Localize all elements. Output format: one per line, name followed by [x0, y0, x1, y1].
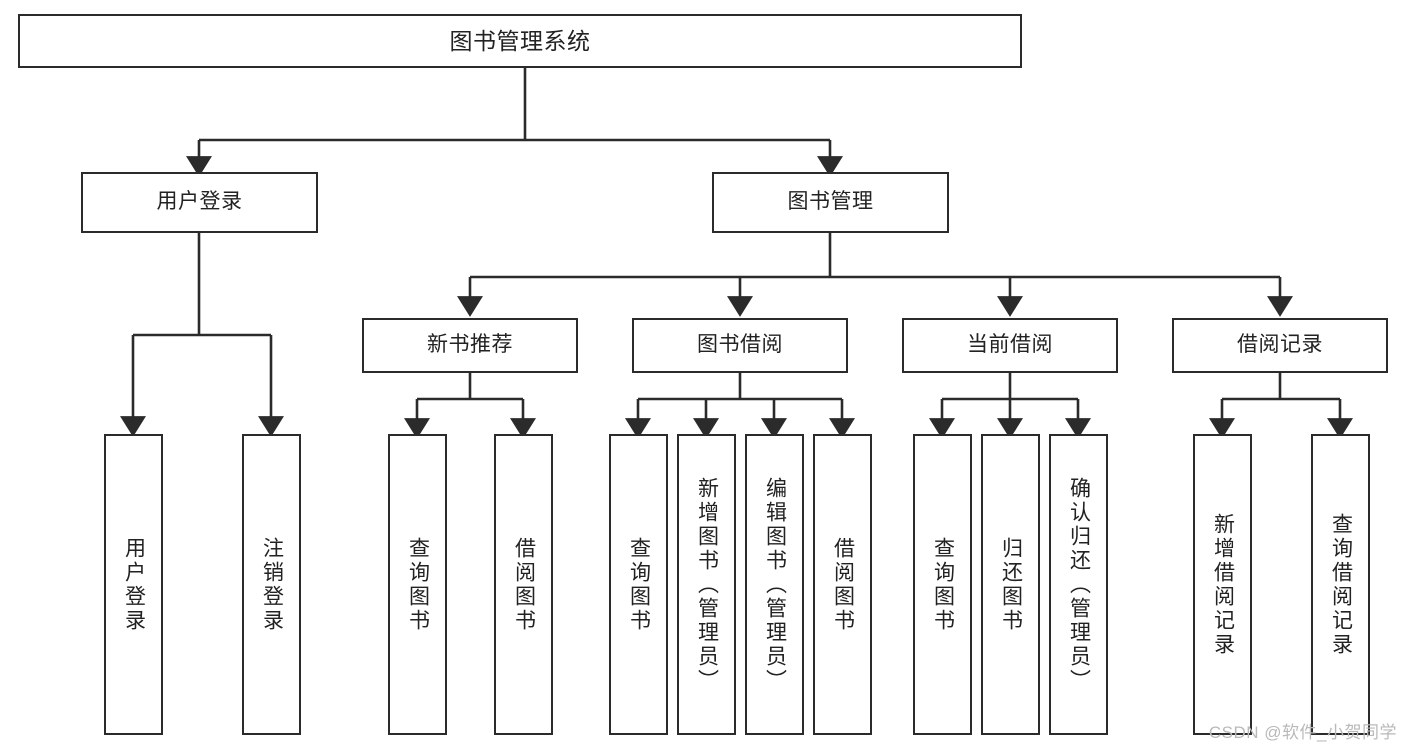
node-leaf-query-borrow-record[interactable]: 查询借阅记录	[1311, 434, 1370, 735]
node-leaf-recommend-query-book[interactable]: 查询图书	[388, 434, 447, 735]
node-new-book-recommend[interactable]: 新书推荐	[362, 318, 578, 373]
node-current-borrow[interactable]: 当前借阅	[902, 318, 1118, 373]
node-label: 用户登录	[156, 190, 243, 214]
node-root-book-management-system[interactable]: 图书管理系统	[18, 14, 1022, 68]
node-leaf-add-borrow-record[interactable]: 新增借阅记录	[1193, 434, 1252, 735]
node-leaf-add-book-admin[interactable]: 新增图书（管理员）	[677, 434, 736, 735]
node-leaf-borrow-book[interactable]: 借阅图书	[813, 434, 872, 735]
node-leaf-user-login[interactable]: 用户登录	[104, 434, 163, 735]
node-label: 新书推荐	[427, 333, 513, 357]
node-label: 借阅图书	[512, 536, 536, 633]
node-label: 归还图书	[999, 536, 1023, 633]
node-label: 借阅记录	[1237, 333, 1323, 357]
node-label: 查询图书	[627, 536, 651, 633]
node-label: 图书管理系统	[449, 27, 591, 54]
node-leaf-return-book[interactable]: 归还图书	[981, 434, 1040, 735]
node-user-login[interactable]: 用户登录	[81, 172, 318, 233]
node-book-borrow[interactable]: 图书借阅	[632, 318, 848, 373]
node-label: 注销登录	[260, 536, 284, 633]
node-leaf-borrow-query-book[interactable]: 查询图书	[609, 434, 668, 735]
node-label: 查询图书	[931, 536, 955, 633]
node-label: 确认归还（管理员）	[1067, 476, 1091, 693]
node-label: 用户登录	[122, 536, 146, 633]
node-book-management[interactable]: 图书管理	[712, 172, 949, 233]
node-leaf-recommend-borrow-book[interactable]: 借阅图书	[494, 434, 553, 735]
node-borrow-record[interactable]: 借阅记录	[1172, 318, 1388, 373]
node-label: 查询图书	[406, 536, 430, 633]
node-label: 图书借阅	[697, 333, 783, 357]
node-leaf-edit-book-admin[interactable]: 编辑图书（管理员）	[745, 434, 804, 735]
watermark: CSDN @软件_小贺同学	[1208, 723, 1397, 742]
node-leaf-current-query-book[interactable]: 查询图书	[913, 434, 972, 735]
node-label: 新增借阅记录	[1211, 512, 1235, 657]
node-label: 借阅图书	[831, 536, 855, 633]
node-label: 新增图书（管理员）	[695, 476, 719, 693]
node-label: 图书管理	[787, 190, 874, 214]
node-leaf-confirm-return-admin[interactable]: 确认归还（管理员）	[1049, 434, 1108, 735]
node-label: 查询借阅记录	[1329, 512, 1353, 657]
node-leaf-logout[interactable]: 注销登录	[242, 434, 301, 735]
node-label: 编辑图书（管理员）	[763, 476, 787, 693]
node-label: 当前借阅	[967, 333, 1053, 357]
